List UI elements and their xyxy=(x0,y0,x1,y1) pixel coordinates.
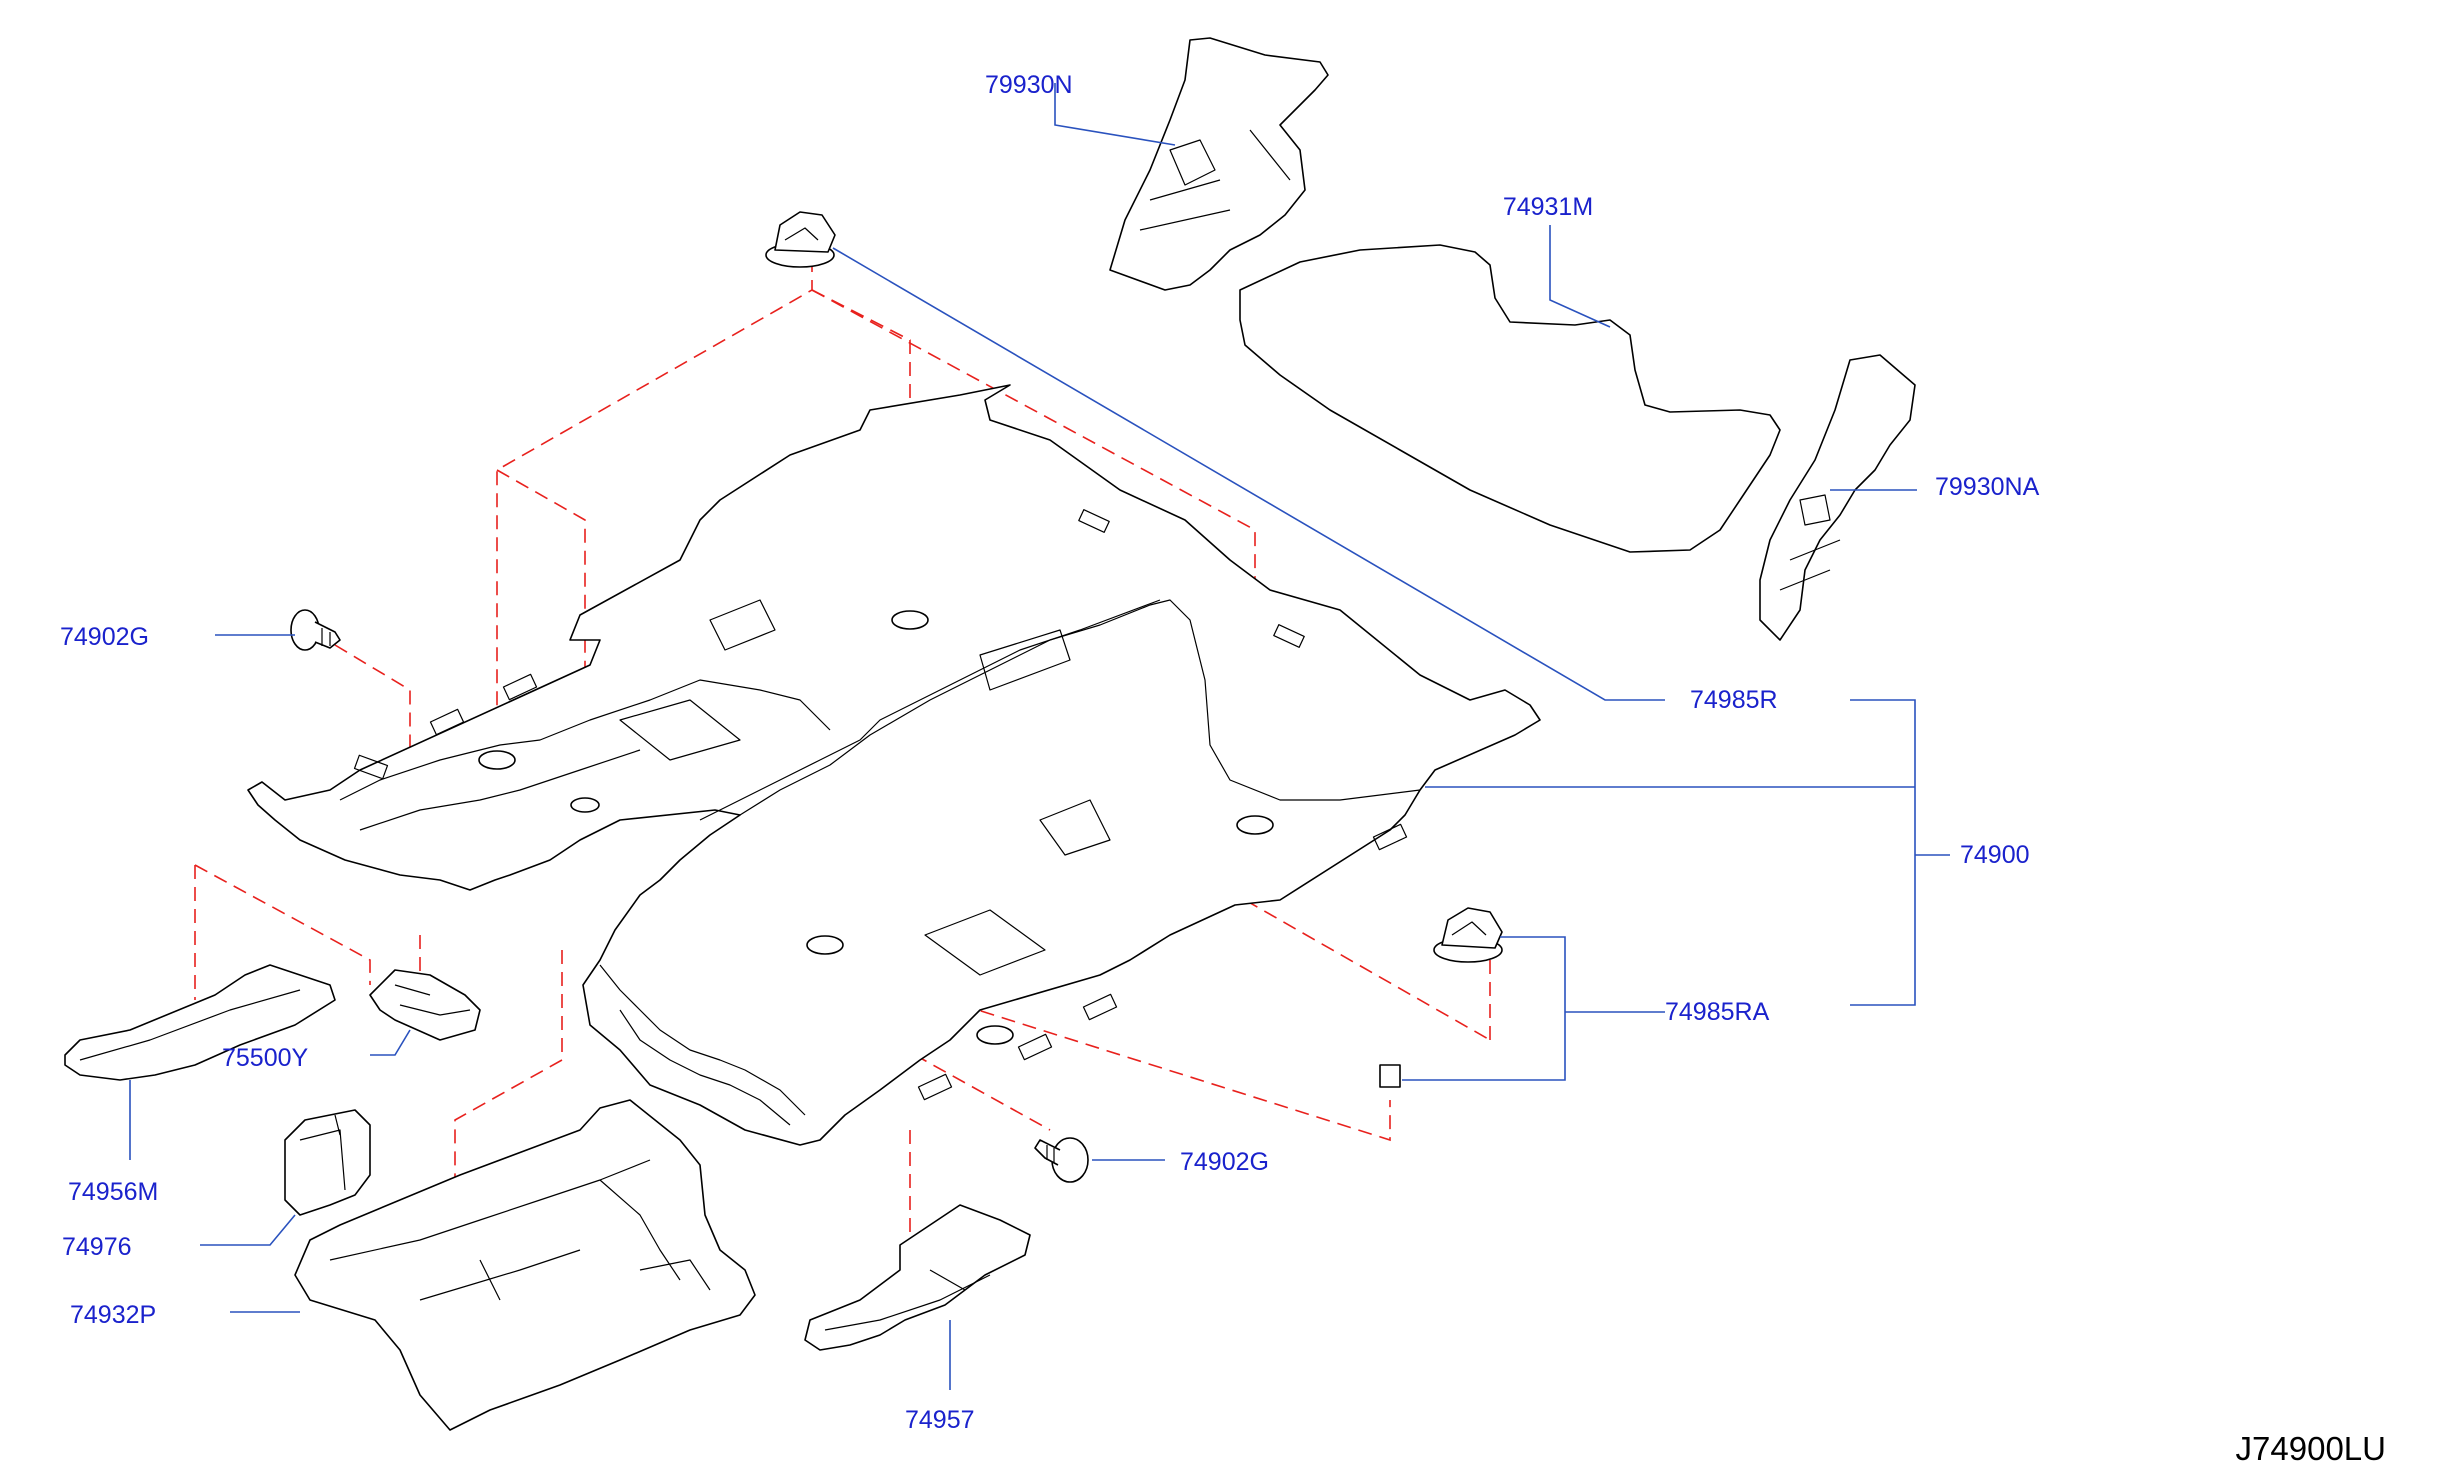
assembly-line xyxy=(644,904,1391,1142)
edge-notch xyxy=(429,708,465,736)
part-labels: 79930N 74931M 79930NA 74902G 74985R 7490… xyxy=(60,71,2040,1434)
insulator-79930na xyxy=(1759,354,1916,641)
floor-panel xyxy=(979,629,1071,691)
panel-74931m xyxy=(1239,244,1781,553)
part-label-74900[interactable]: 74900 xyxy=(1960,841,2030,869)
bracket-75500y-detail xyxy=(394,984,471,1016)
spacer-74956m-detail xyxy=(79,989,301,1061)
insulator-79930n xyxy=(1109,37,1329,291)
grommet xyxy=(478,750,516,770)
assembly-line xyxy=(496,469,586,760)
part-label-74932p[interactable]: 74932P xyxy=(70,1301,156,1329)
clip-small-square xyxy=(1379,1064,1401,1088)
edge-notch xyxy=(917,1073,953,1101)
edge-notch xyxy=(1372,823,1408,851)
part-label-74976[interactable]: 74976 xyxy=(62,1233,132,1261)
part-label-74985ra[interactable]: 74985RA xyxy=(1665,998,1770,1026)
grommet xyxy=(1236,815,1274,835)
carpet-grommets xyxy=(478,610,1274,1045)
left-footwell xyxy=(359,749,641,831)
clip-74985r xyxy=(765,211,836,268)
leader-79930n xyxy=(1054,83,1176,146)
insulator-79930na-detail xyxy=(1779,494,1841,591)
fastener-ribs xyxy=(1046,1145,1055,1163)
front-floor-74932p xyxy=(294,1099,756,1431)
diagram-id: J74900LU xyxy=(2236,1430,2386,1467)
part-label-79930na[interactable]: 79930NA xyxy=(1935,473,2040,501)
fastener-74902g-bottom xyxy=(1034,1137,1089,1183)
bracket-75500y xyxy=(369,969,481,1041)
edge-notch xyxy=(1273,624,1305,648)
front-edge-trim xyxy=(599,964,806,1116)
part-label-74956m[interactable]: 74956M xyxy=(68,1178,158,1206)
part-label-79930n[interactable]: 79930N xyxy=(985,71,1073,99)
leader-74900-bracket xyxy=(1850,699,1916,1006)
clip-detail xyxy=(1451,921,1487,936)
pad-74976-detail xyxy=(299,1114,346,1191)
clip-body xyxy=(1441,907,1503,949)
center-tunnel xyxy=(739,599,1421,816)
leader-lines xyxy=(129,83,1950,1390)
fastener-74902g-left xyxy=(290,609,341,651)
pad-74976 xyxy=(284,1109,371,1216)
assembly-line xyxy=(194,864,371,985)
spacer-74956m xyxy=(64,964,336,1081)
assembly-line xyxy=(454,950,563,1265)
fastener-head xyxy=(290,609,320,651)
leader-74931m xyxy=(1549,225,1611,328)
clip-body xyxy=(774,211,836,253)
floor-panel xyxy=(1039,799,1111,856)
edge-notch xyxy=(502,673,538,701)
front-edge-trim xyxy=(619,1009,791,1126)
edge-notch xyxy=(1082,993,1118,1021)
spacer-74957-detail xyxy=(824,1269,991,1331)
left-footwell xyxy=(339,679,831,801)
part-label-74902g-left[interactable]: 74902G xyxy=(60,623,149,651)
part-label-75500y[interactable]: 75500Y xyxy=(222,1044,309,1072)
leader-74985ra xyxy=(1402,936,1665,1081)
spacer-74957 xyxy=(804,1204,1031,1351)
grommet xyxy=(891,610,929,630)
leader-74985r xyxy=(832,247,1665,701)
leader-74976 xyxy=(200,1214,296,1246)
grommet xyxy=(570,797,600,813)
grommet xyxy=(806,935,844,955)
floor-panel xyxy=(924,909,1046,976)
leader-74900 xyxy=(1425,786,1950,856)
leader-75500y xyxy=(370,1029,411,1056)
main-floor-carpet xyxy=(247,384,1541,1146)
edge-notch xyxy=(353,754,389,780)
edge-notch xyxy=(1078,509,1110,533)
tunnel-ridge xyxy=(699,599,1161,821)
edge-notch xyxy=(1017,1033,1053,1061)
part-label-74957[interactable]: 74957 xyxy=(905,1406,975,1434)
floor-panel xyxy=(619,699,741,761)
clip-detail xyxy=(784,227,819,241)
clip-74985ra xyxy=(1379,907,1503,1088)
part-label-74985r[interactable]: 74985R xyxy=(1690,686,1778,714)
part-label-74902g-bottom[interactable]: 74902G xyxy=(1180,1148,1269,1176)
part-label-74931m[interactable]: 74931M xyxy=(1503,193,1593,221)
front-floor-74932p-detail xyxy=(329,1159,711,1301)
insulator-79930n-detail xyxy=(1139,129,1291,231)
main-carpet-outline xyxy=(247,384,1541,1146)
grommet xyxy=(976,1025,1014,1045)
floor-panel xyxy=(709,599,776,651)
fastener-stem xyxy=(314,621,341,649)
fastener-ribs xyxy=(321,628,331,646)
